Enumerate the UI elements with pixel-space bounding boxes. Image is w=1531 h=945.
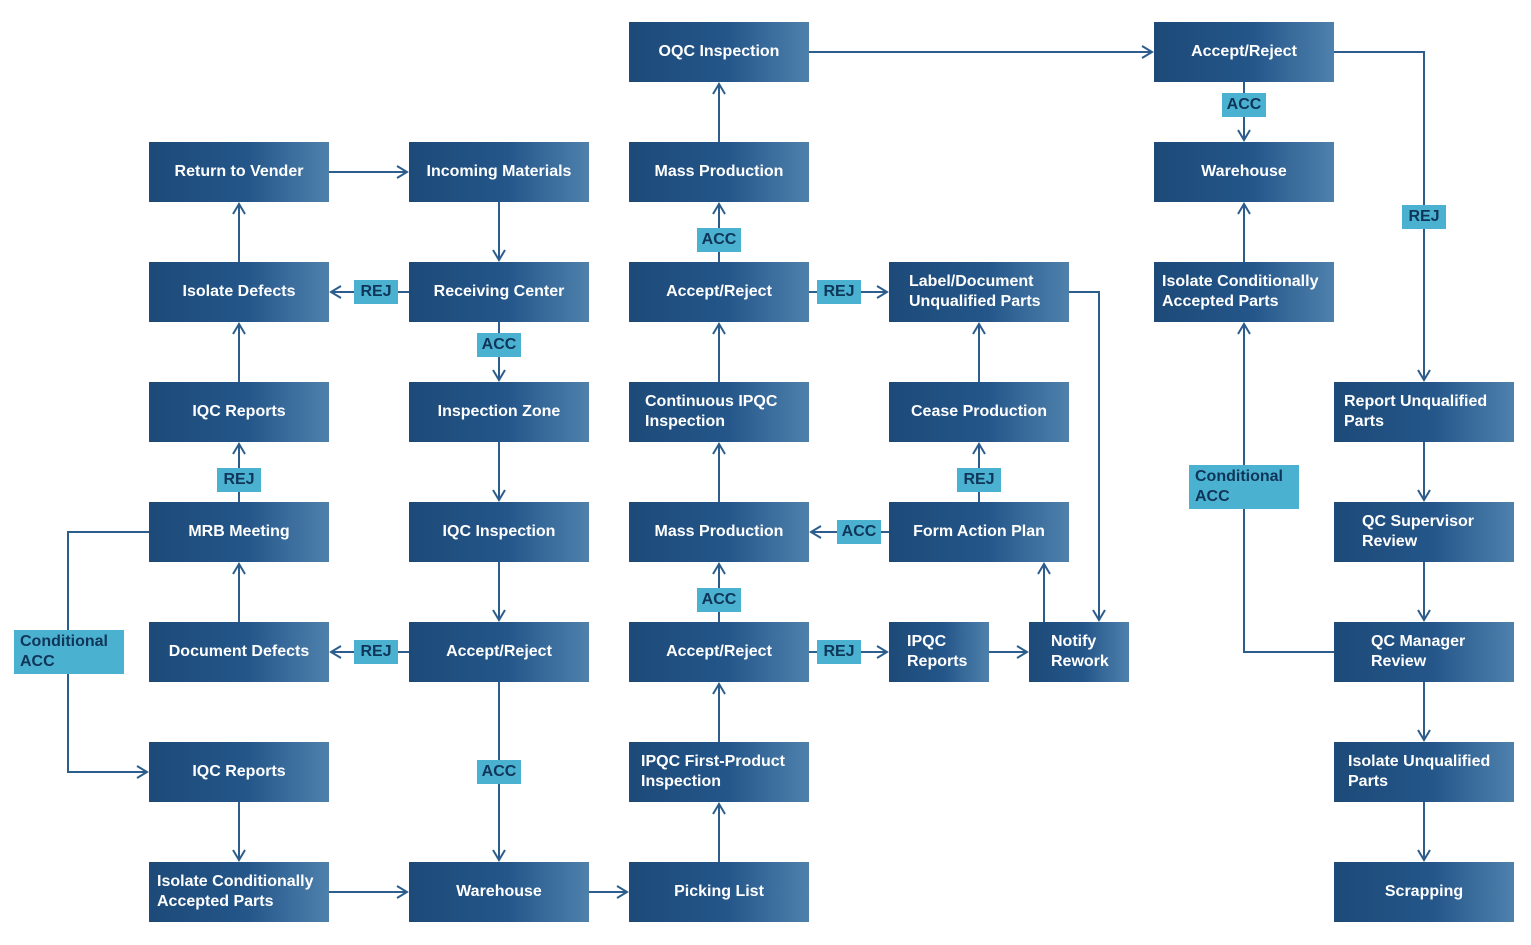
box-report-unqualified-parts: Report Unqualified Parts bbox=[1334, 382, 1514, 442]
tag-acc-action-plan: ACC bbox=[837, 520, 881, 544]
arrowhead bbox=[1141, 45, 1154, 59]
arrowhead bbox=[232, 202, 246, 215]
tag-acc-iqc: ACC bbox=[477, 760, 521, 784]
box-accept-reject-first: Accept/Reject bbox=[629, 622, 809, 682]
arrowhead bbox=[492, 849, 506, 862]
tag-rej-continuous: REJ bbox=[817, 280, 861, 304]
arrowhead bbox=[712, 802, 726, 815]
arrowhead bbox=[712, 562, 726, 575]
arrowhead bbox=[492, 489, 506, 502]
box-cease-production: Cease Production bbox=[889, 382, 1069, 442]
box-ipqc-reports: IPQC Reports bbox=[889, 622, 989, 682]
arrowhead bbox=[876, 645, 889, 659]
arrowhead bbox=[1037, 562, 1051, 575]
box-iqc-reports-top: IQC Reports bbox=[149, 382, 329, 442]
box-isolate-conditionally-accepted-left: Isolate Conditionally Accepted Parts bbox=[149, 862, 329, 922]
tag-acc-first: ACC bbox=[697, 588, 741, 612]
box-isolate-defects: Isolate Defects bbox=[149, 262, 329, 322]
box-mass-production-mid: Mass Production bbox=[629, 502, 809, 562]
tag-rej-iqc: REJ bbox=[354, 640, 398, 664]
box-accept-reject-continuous: Accept/Reject bbox=[629, 262, 809, 322]
box-isolate-unqualified-parts: Isolate Unqualified Parts bbox=[1334, 742, 1514, 802]
box-accept-reject-oqc: Accept/Reject bbox=[1154, 22, 1334, 82]
box-iqc-reports-bottom: IQC Reports bbox=[149, 742, 329, 802]
arrowhead bbox=[329, 645, 342, 659]
box-document-defects: Document Defects bbox=[149, 622, 329, 682]
tag-conditional-acc-left: Conditional ACC bbox=[14, 630, 124, 674]
arrowhead bbox=[1092, 609, 1106, 622]
arrowhead bbox=[396, 165, 409, 179]
arrowhead bbox=[1417, 609, 1431, 622]
arrowhead bbox=[616, 885, 629, 899]
arrowhead bbox=[329, 285, 342, 299]
box-mass-production-top: Mass Production bbox=[629, 142, 809, 202]
box-warehouse-top: Warehouse bbox=[1154, 142, 1334, 202]
box-ipqc-first-product-inspection: IPQC First-Product Inspection bbox=[629, 742, 809, 802]
arrowhead bbox=[712, 322, 726, 335]
arrowhead bbox=[712, 442, 726, 455]
box-notify-rework: Notify Rework bbox=[1029, 622, 1129, 682]
arrowhead bbox=[876, 285, 889, 299]
arrowhead bbox=[712, 202, 726, 215]
box-continuous-ipqc-inspection: Continuous IPQC Inspection bbox=[629, 382, 809, 442]
box-qc-supervisor-review: QC Supervisor Review bbox=[1334, 502, 1514, 562]
tag-rej-oqc: REJ bbox=[1402, 205, 1446, 229]
arrowhead bbox=[492, 249, 506, 262]
tag-rej-first: REJ bbox=[817, 640, 861, 664]
arrowhead bbox=[232, 849, 246, 862]
arrowhead bbox=[136, 765, 149, 779]
arrowhead bbox=[396, 885, 409, 899]
arrowhead bbox=[972, 322, 986, 335]
box-warehouse-bottom: Warehouse bbox=[409, 862, 589, 922]
box-incoming-materials: Incoming Materials bbox=[409, 142, 589, 202]
box-scrapping: Scrapping bbox=[1334, 862, 1514, 922]
tag-rej-mrb: REJ bbox=[217, 468, 261, 492]
arrowhead bbox=[232, 322, 246, 335]
box-return-to-vender: Return to Vender bbox=[149, 142, 329, 202]
arrowhead bbox=[1417, 849, 1431, 862]
arrowhead bbox=[1237, 202, 1251, 215]
box-isolate-conditionally-accepted-right: Isolate Conditionally Accepted Parts bbox=[1154, 262, 1334, 322]
arrowhead bbox=[232, 442, 246, 455]
box-oqc-inspection: OQC Inspection bbox=[629, 22, 809, 82]
connector-manager-conditional bbox=[1243, 324, 1334, 653]
box-accept-reject-iqc: Accept/Reject bbox=[409, 622, 589, 682]
arrowhead bbox=[1237, 129, 1251, 142]
connector-label-to-notify bbox=[1069, 291, 1100, 620]
arrowhead bbox=[972, 442, 986, 455]
tag-conditional-acc-right: Conditional ACC bbox=[1189, 465, 1299, 509]
arrowhead bbox=[1016, 645, 1029, 659]
arrowhead bbox=[232, 562, 246, 575]
arrowhead bbox=[492, 369, 506, 382]
box-picking-list: Picking List bbox=[629, 862, 809, 922]
arrowhead bbox=[712, 82, 726, 95]
arrowhead bbox=[712, 682, 726, 695]
arrowhead bbox=[492, 609, 506, 622]
arrowhead bbox=[809, 525, 822, 539]
box-form-action-plan: Form Action Plan bbox=[889, 502, 1069, 562]
box-receiving-center: Receiving Center bbox=[409, 262, 589, 322]
tag-rej-receiving: REJ bbox=[354, 280, 398, 304]
box-inspection-zone: Inspection Zone bbox=[409, 382, 589, 442]
box-iqc-inspection: IQC Inspection bbox=[409, 502, 589, 562]
box-qc-manager-review: QC Manager Review bbox=[1334, 622, 1514, 682]
box-mrb-meeting: MRB Meeting bbox=[149, 502, 329, 562]
box-label-document-unqualified: Label/Document Unqualified Parts bbox=[889, 262, 1069, 322]
tag-acc-oqc: ACC bbox=[1222, 93, 1266, 117]
tag-rej-action-plan: REJ bbox=[957, 468, 1001, 492]
tag-acc-continuous: ACC bbox=[697, 228, 741, 252]
tag-acc-receiving: ACC bbox=[477, 333, 521, 357]
arrowhead bbox=[1417, 729, 1431, 742]
arrowhead bbox=[1417, 489, 1431, 502]
arrowhead bbox=[1237, 322, 1251, 335]
connector-accept-to-report-unqualified bbox=[1334, 51, 1425, 380]
arrowhead bbox=[1417, 369, 1431, 382]
